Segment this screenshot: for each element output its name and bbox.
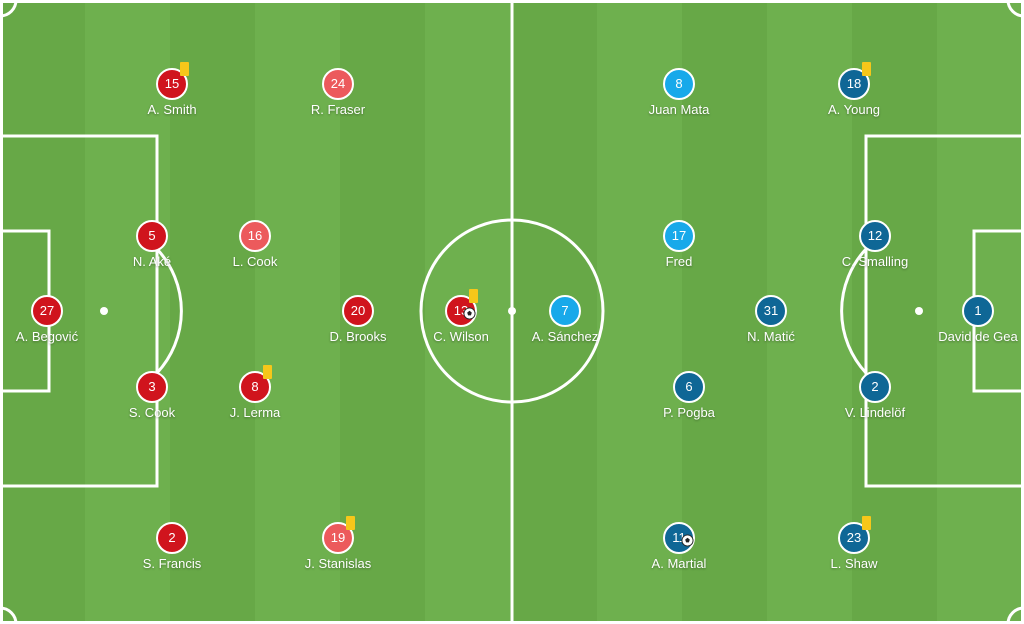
right-penalty-area bbox=[864, 134, 1024, 488]
player-name: C. Smalling bbox=[841, 254, 909, 269]
yellow-card-icon bbox=[346, 516, 355, 530]
right-penalty-arc bbox=[840, 247, 868, 375]
shirt-number: 2 bbox=[156, 522, 188, 554]
shirt-number: 24 bbox=[322, 68, 354, 100]
player-name: L. Cook bbox=[232, 254, 278, 269]
player-name: N. Matić bbox=[747, 329, 795, 344]
corner-arc-top-right bbox=[1006, 0, 1024, 18]
player-name: R. Fraser bbox=[310, 102, 366, 117]
player-name: N. Aké bbox=[132, 254, 172, 269]
corner-arc-bottom-left bbox=[0, 606, 18, 624]
shirt-number: 1 bbox=[962, 295, 994, 327]
yellow-card-icon bbox=[263, 365, 272, 379]
goal-ball-icon bbox=[681, 534, 694, 547]
player-name: S. Francis bbox=[142, 556, 202, 571]
player-name: V. Lindelöf bbox=[844, 405, 906, 420]
player-name: J. Lerma bbox=[229, 405, 281, 420]
right-penalty-spot bbox=[915, 307, 923, 315]
shirt-number: 20 bbox=[342, 295, 374, 327]
player-name: D. Brooks bbox=[329, 329, 387, 344]
shirt-number: 5 bbox=[136, 220, 168, 252]
player-name: A. Sánchez bbox=[531, 329, 599, 344]
player-name: J. Stanislas bbox=[304, 556, 372, 571]
left-penalty-spot bbox=[100, 307, 108, 315]
centre-circle bbox=[419, 218, 605, 404]
shirt-number: 3 bbox=[136, 371, 168, 403]
yellow-card-icon bbox=[469, 289, 478, 303]
yellow-card-icon bbox=[180, 62, 189, 76]
yellow-card-icon bbox=[862, 516, 871, 530]
shirt-number: 23 bbox=[838, 522, 870, 554]
player-name: Fred bbox=[665, 254, 693, 269]
player-name: A. Martial bbox=[651, 556, 707, 571]
pitch-stripes bbox=[85, 0, 1024, 624]
shirt-number: 7 bbox=[549, 295, 581, 327]
yellow-card-icon bbox=[862, 62, 871, 76]
centre-spot bbox=[508, 307, 516, 315]
goal-ball-icon bbox=[463, 307, 476, 320]
shirt-number: 6 bbox=[673, 371, 705, 403]
player-name: A. Begović bbox=[15, 329, 79, 344]
shirt-number: 16 bbox=[239, 220, 271, 252]
player-name: P. Pogba bbox=[663, 405, 715, 420]
shirt-number: 17 bbox=[663, 220, 695, 252]
player-name: C. Wilson bbox=[433, 329, 489, 344]
left-penalty-arc bbox=[155, 247, 183, 375]
player-name: David de Gea bbox=[938, 329, 1018, 344]
shirt-number: 8 bbox=[663, 68, 695, 100]
corner-arc-top-left bbox=[0, 0, 18, 18]
corner-arc-bottom-right bbox=[1006, 606, 1024, 624]
player-name: A. Smith bbox=[147, 102, 197, 117]
shirt-number: 2 bbox=[859, 371, 891, 403]
player-name: Juan Mata bbox=[648, 102, 710, 117]
player-name: A. Young bbox=[827, 102, 881, 117]
shirt-number: 31 bbox=[755, 295, 787, 327]
player-name: S. Cook bbox=[128, 405, 176, 420]
left-penalty-area bbox=[0, 134, 159, 488]
player-name: L. Shaw bbox=[830, 556, 878, 571]
shirt-number: 12 bbox=[859, 220, 891, 252]
shirt-number: 27 bbox=[31, 295, 63, 327]
